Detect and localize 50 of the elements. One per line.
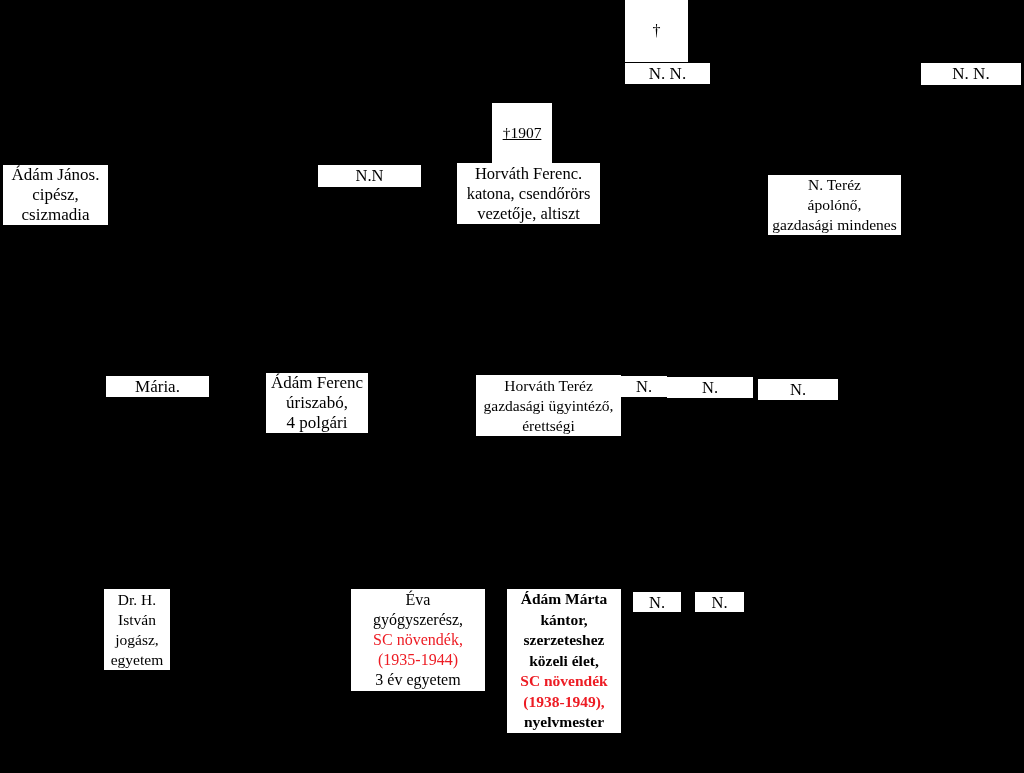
person-box bbox=[633, 592, 681, 612]
person-name: Ádám Ferenc bbox=[270, 373, 364, 393]
person-details: jogász, egyetem bbox=[109, 629, 165, 670]
person-details: ápolónő, bbox=[807, 195, 862, 215]
person-box bbox=[104, 589, 170, 670]
person-name: N. bbox=[711, 592, 728, 612]
person-box bbox=[667, 377, 753, 398]
person-box bbox=[921, 63, 1021, 85]
person-name: N. N. bbox=[952, 64, 990, 84]
person-box bbox=[625, 63, 710, 84]
person-box bbox=[457, 163, 600, 224]
person-name: Ádám Márta bbox=[520, 589, 608, 610]
person-name: Horváth Ferenc. bbox=[474, 163, 583, 184]
death-date: †1907 bbox=[502, 123, 542, 143]
death-mark: † bbox=[652, 21, 661, 41]
person-name: N. bbox=[635, 376, 652, 397]
person-name: N. bbox=[789, 379, 806, 400]
person-details: SC növendék (1938-1949), bbox=[519, 671, 609, 712]
person-details: katona, csendőrörs vezetője, altiszt bbox=[465, 183, 592, 224]
person-box bbox=[318, 165, 421, 187]
person-details: gazdasági ügyintéző, érettségi bbox=[482, 395, 615, 436]
person-details: cipész, csizmadia bbox=[20, 185, 91, 225]
person-details: kántor, szerzeteshez közeli élet, bbox=[522, 609, 606, 671]
person-details: úriszabó, bbox=[286, 393, 348, 413]
death-box bbox=[625, 0, 688, 62]
person-name: Horváth Teréz bbox=[504, 375, 593, 396]
person-details: gazdasági mindenes bbox=[772, 215, 897, 235]
person-box bbox=[476, 375, 621, 436]
person-box bbox=[507, 589, 621, 733]
person-box bbox=[695, 592, 744, 612]
person-details: 4 polgári bbox=[286, 413, 348, 433]
person-name: Mária. bbox=[135, 376, 180, 397]
person-details: gyógyszerész, bbox=[372, 610, 464, 630]
person-box bbox=[106, 376, 209, 397]
person-box bbox=[266, 373, 368, 433]
person-details: 3 év egyetem bbox=[375, 670, 461, 690]
person-box bbox=[758, 379, 838, 400]
person-name: N. Teréz bbox=[808, 175, 861, 195]
person-name: Éva bbox=[405, 590, 431, 610]
person-name: N.N bbox=[355, 166, 384, 186]
person-details: SC növendék, (1935-1944) bbox=[372, 630, 464, 670]
death-box bbox=[492, 103, 552, 163]
person-box bbox=[768, 175, 901, 235]
person-name: Ádám János. bbox=[11, 165, 100, 185]
person-box bbox=[351, 589, 485, 691]
person-name: N. bbox=[701, 377, 718, 398]
person-name: N. bbox=[648, 592, 665, 612]
person-details: nyelvmester bbox=[523, 712, 605, 733]
person-box bbox=[3, 165, 108, 225]
person-name: N. N. bbox=[648, 63, 687, 84]
